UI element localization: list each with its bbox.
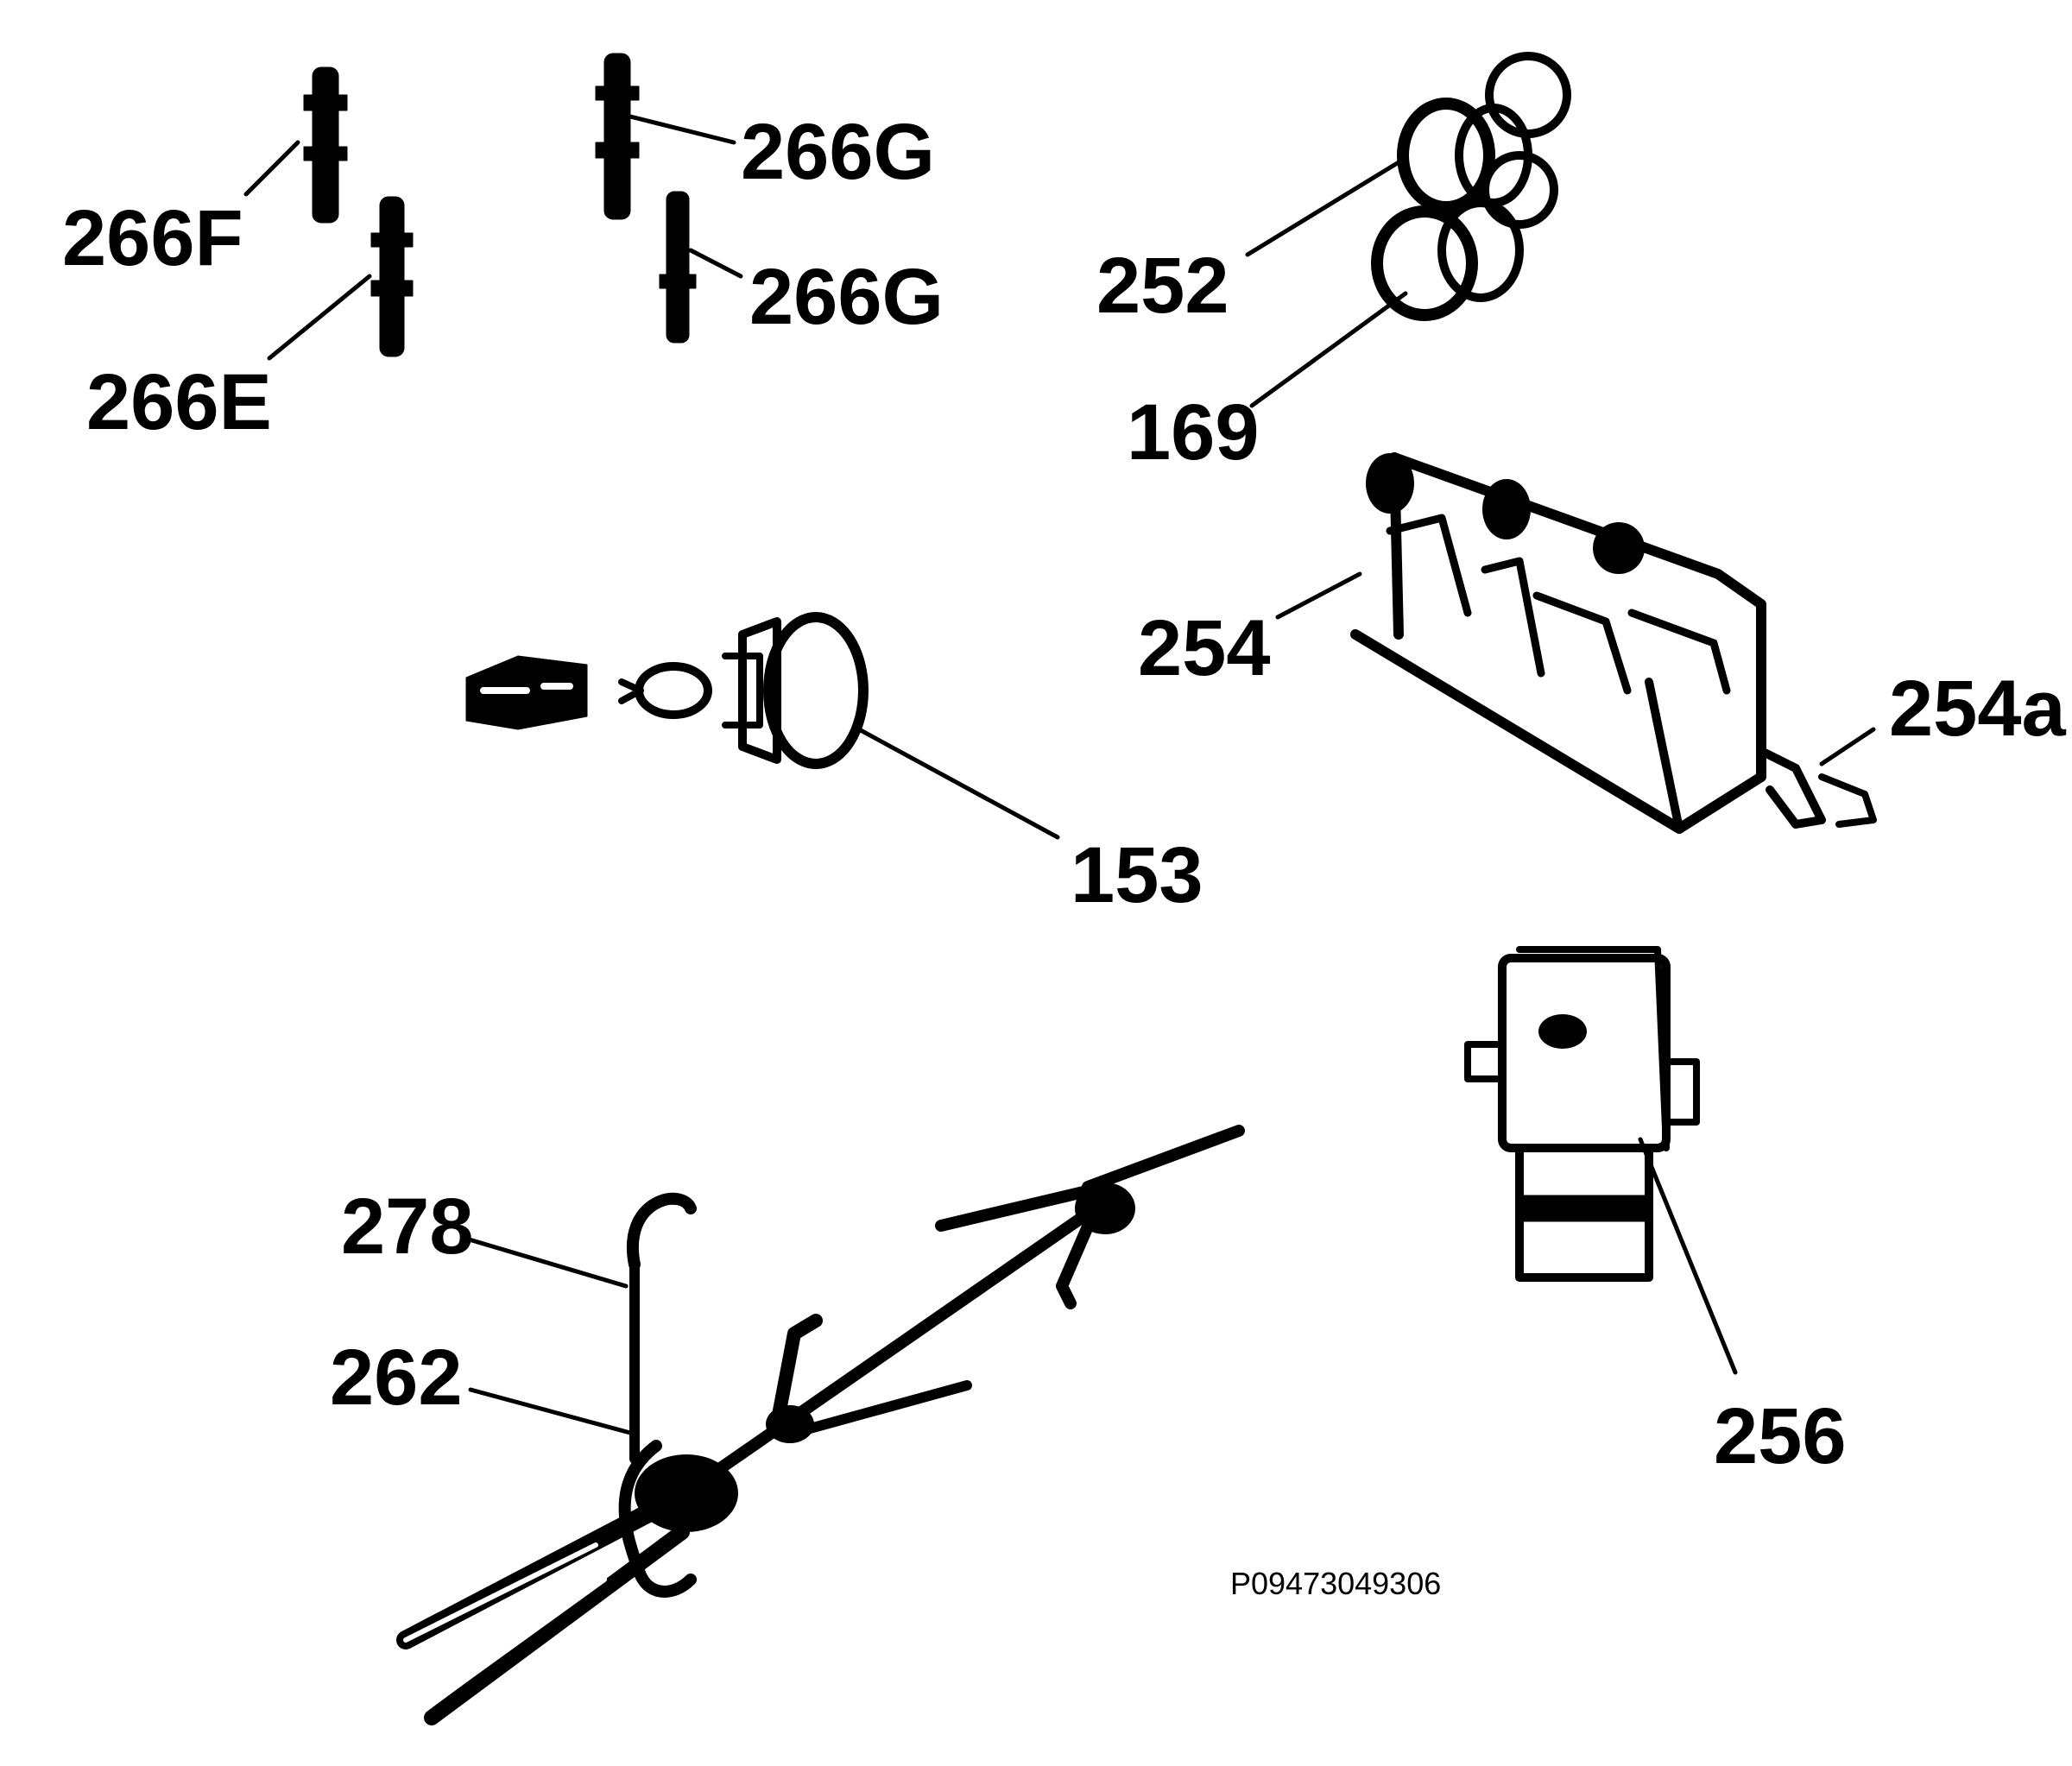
- label-256: 256: [1714, 1392, 1847, 1480]
- part-262-harness: [396, 1125, 1245, 1725]
- part-169-wheel: [1249, 199, 1524, 408]
- label-153: 153: [1071, 831, 1203, 919]
- part-254-switch-block: [1275, 452, 1766, 834]
- part-266E: [267, 196, 414, 361]
- label-266G-lower: 266G: [749, 253, 944, 341]
- part-153-bulb-holder: [465, 612, 1060, 840]
- label-266E: 266E: [86, 358, 272, 446]
- label-278: 278: [341, 1183, 474, 1271]
- label-254a: 254a: [1889, 665, 2066, 753]
- part-254a-connector: [1757, 727, 1877, 829]
- part-266G-lower: [659, 191, 743, 344]
- drawing-code: P09473049306: [1230, 1566, 1442, 1601]
- label-266F: 266F: [62, 194, 243, 282]
- part-266G-upper: [595, 53, 736, 220]
- label-262: 262: [330, 1334, 463, 1422]
- part-266F: [243, 66, 348, 224]
- label-254: 254: [1138, 604, 1271, 692]
- part-252-wheel: [1245, 52, 1571, 257]
- label-252: 252: [1096, 242, 1229, 330]
- label-266G-upper: 266G: [741, 108, 936, 196]
- label-169: 169: [1127, 388, 1260, 476]
- part-256-thermostat: [1464, 946, 1738, 1375]
